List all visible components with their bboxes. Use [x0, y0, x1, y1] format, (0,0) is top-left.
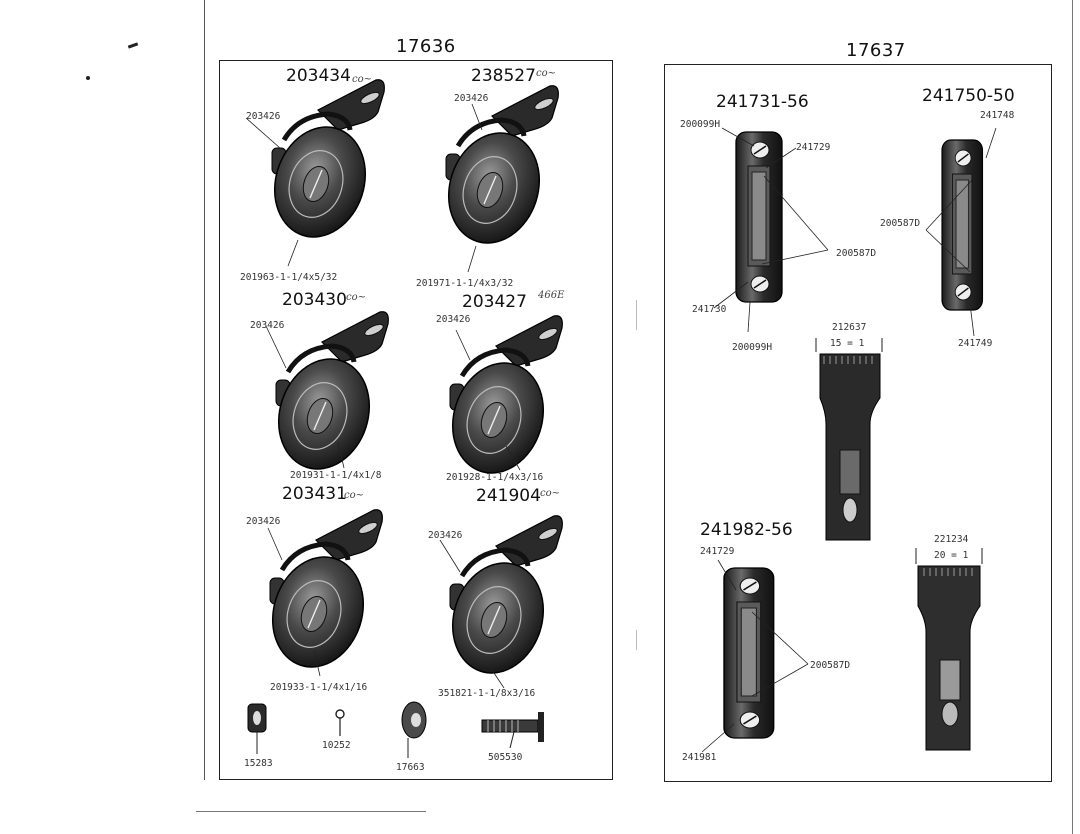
gutter-mark: [636, 300, 637, 330]
plate-label: 200587D: [810, 660, 851, 671]
right-panel-frame: [664, 64, 1052, 782]
hinge-cover-drawing: [436, 326, 576, 496]
plate-title: 241731-56: [716, 92, 809, 112]
plate-label: 241749: [958, 338, 993, 349]
part-bottom-label: 201931-1-1/4x1/8: [290, 470, 382, 481]
feed-dog-drawing: [917, 565, 981, 751]
plate-label: 241981: [682, 752, 717, 763]
hinge-cover-drawing: [432, 96, 572, 273]
throat-plate-drawing: [925, 127, 997, 337]
plate-label: 241748: [980, 110, 1015, 121]
part-title: 203434: [286, 66, 351, 86]
small-part-screw-drawing: [481, 712, 544, 749]
part-top-label: 203426: [428, 530, 463, 541]
feed-dog-ratio-bracket: [815, 338, 883, 352]
hinge-cover-drawing: [256, 520, 396, 690]
part-title: 203431: [282, 484, 347, 504]
small-part-pin-drawing: [335, 709, 345, 736]
plate-label: 241730: [692, 304, 727, 315]
feed-dog-ratio: 20 = 1: [934, 550, 969, 561]
handwritten-note: co~: [536, 68, 556, 79]
small-part-label: 10252: [322, 740, 351, 751]
handwritten-note: co~: [346, 292, 366, 303]
part-top-label: 203426: [436, 314, 471, 325]
part-title: 238527: [471, 66, 536, 86]
handwritten-note: 466E: [538, 290, 565, 301]
part-bottom-label: 201971-1-1/4x3/32: [416, 278, 514, 289]
plate-label: 200587D: [880, 218, 921, 229]
feed-dog-number: 212637: [832, 322, 867, 333]
handwritten-note: co~: [540, 488, 560, 499]
section-number-right: 17637: [846, 40, 906, 61]
margin-mark: [127, 42, 139, 49]
feed-dog-number: 221234: [934, 534, 969, 545]
part-bottom-label: 201933-1-1/4x1/16: [270, 682, 368, 693]
small-part-block-drawing: [247, 703, 267, 754]
part-top-label: 203426: [246, 516, 281, 527]
plate-label: 200587D: [836, 248, 877, 259]
part-bottom-label: 201928-1-1/4x3/16: [446, 472, 544, 483]
plate-label: 200099H: [680, 119, 721, 130]
hinge-cover-drawing: [262, 322, 402, 492]
throat-plate-drawing: [701, 559, 809, 753]
bottom-smudge: [196, 811, 426, 812]
part-top-label: 203426: [250, 320, 285, 331]
page-edge-line-right: [1072, 0, 1073, 834]
margin-dot: [86, 76, 90, 80]
plate-label: 200099H: [732, 342, 773, 353]
part-title: 203427: [462, 292, 527, 312]
left-panel-frame: [219, 60, 613, 780]
throat-plate-drawing: [713, 127, 829, 333]
part-bottom-label: 351821-1-1/8x3/16: [438, 688, 536, 699]
part-top-label: 203426: [454, 93, 489, 104]
feed-dog-ratio: 15 = 1: [830, 338, 865, 349]
section-number-left: 17636: [396, 36, 456, 57]
gutter-mark: [636, 630, 637, 650]
handwritten-note: co~: [352, 74, 372, 85]
small-part-label: 17663: [396, 762, 425, 773]
part-bottom-label: 201963-1-1/4x5/32: [240, 272, 338, 283]
feed-dog-ratio-bracket: [915, 548, 983, 564]
small-part-washer-drawing: [401, 701, 427, 758]
small-part-label: 15283: [244, 758, 273, 769]
plate-title: 241982-56: [700, 520, 793, 540]
part-top-label: 203426: [246, 111, 281, 122]
plate-title: 241750-50: [922, 86, 1015, 106]
hinge-cover-drawing: [245, 90, 398, 267]
feed-dog-drawing: [819, 353, 881, 541]
page-edge-line: [204, 0, 205, 780]
hinge-cover-drawing: [436, 526, 576, 689]
plate-label: 241729: [700, 546, 735, 557]
part-title: 241904: [476, 486, 541, 506]
small-part-label: 505530: [488, 752, 523, 763]
handwritten-note: co~: [344, 490, 364, 501]
part-title: 203430: [282, 290, 347, 310]
plate-label: 241729: [796, 142, 831, 153]
